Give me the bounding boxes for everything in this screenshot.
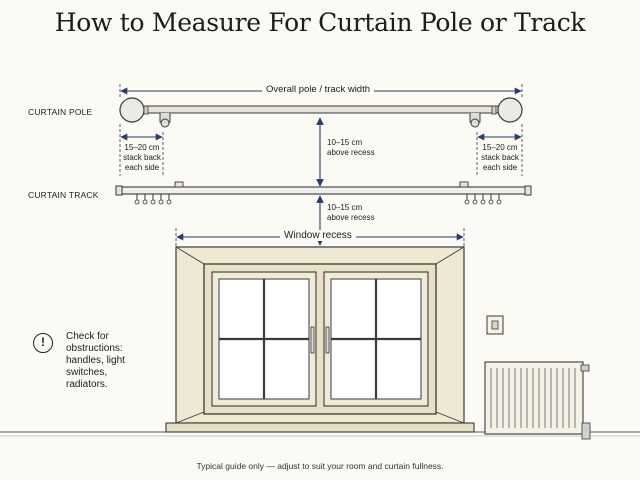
page-title: How to Measure For Curtain Pole or Track bbox=[54, 8, 586, 37]
stack-back-right-line: 15–20 cm bbox=[482, 143, 518, 152]
curtain-track-label: CURTAIN TRACK bbox=[28, 190, 99, 200]
stack-back-left-label: 15–20 cm stack back each side bbox=[112, 143, 172, 173]
radiator bbox=[484, 361, 591, 440]
pole-above-recess-line: above recess bbox=[327, 148, 375, 157]
pole-above-recess-line: 10–15 cm bbox=[327, 138, 363, 147]
note-line: handles, light bbox=[66, 355, 125, 366]
track-glider bbox=[496, 194, 502, 205]
track-glider bbox=[464, 194, 470, 205]
exclamation-icon: ! bbox=[33, 333, 53, 353]
note-line: obstructions: bbox=[66, 343, 123, 354]
track-above-recess-line: above recess bbox=[327, 213, 375, 222]
stack-back-left-line: each side bbox=[124, 163, 160, 172]
curtain-pole-label: CURTAIN POLE bbox=[28, 107, 93, 117]
obstruction-note: Check for obstructions: handles, light s… bbox=[66, 331, 125, 391]
curtain-track bbox=[115, 181, 532, 205]
window bbox=[165, 246, 475, 433]
window-recess-label: Window recess bbox=[280, 230, 356, 241]
track-glider bbox=[480, 194, 486, 205]
pole-above-recess-label: 10–15 cm above recess bbox=[327, 138, 375, 158]
track-glider bbox=[158, 194, 164, 205]
stack-back-right-line: each side bbox=[482, 163, 518, 172]
overall-width-label: Overall pole / track width bbox=[262, 84, 375, 95]
track-glider bbox=[472, 194, 478, 205]
footer-note: Typical guide only — adjust to suit your… bbox=[196, 461, 444, 471]
track-glider bbox=[166, 194, 172, 205]
track-above-recess-label: 10–15 cm above recess bbox=[327, 203, 375, 223]
stack-back-right-line: stack back bbox=[481, 153, 519, 162]
stack-back-left-line: 15–20 cm bbox=[124, 143, 160, 152]
track-glider bbox=[488, 194, 494, 205]
track-above-recess-line: 10–15 cm bbox=[327, 203, 363, 212]
note-line: Check for bbox=[66, 331, 109, 342]
track-glider bbox=[134, 194, 140, 205]
curtain-pole bbox=[119, 97, 523, 128]
track-glider bbox=[142, 194, 148, 205]
light-switch bbox=[486, 315, 504, 335]
stack-back-left-line: stack back bbox=[123, 153, 161, 162]
stack-back-right-label: 15–20 cm stack back each side bbox=[470, 143, 530, 173]
note-line: radiators. bbox=[66, 379, 108, 390]
note-line: switches, bbox=[66, 367, 108, 378]
track-glider bbox=[150, 194, 156, 205]
